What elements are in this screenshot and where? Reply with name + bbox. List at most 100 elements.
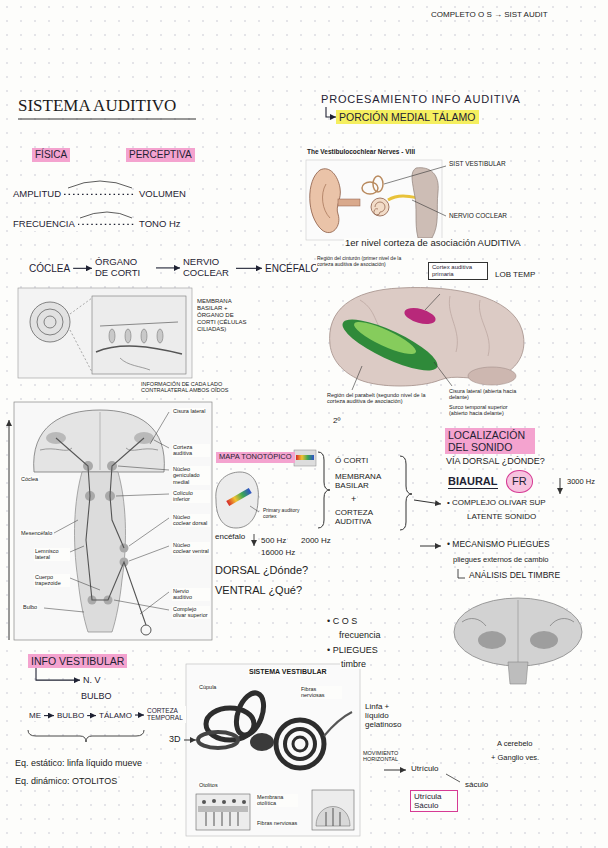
brain-lateral-view bbox=[351, 316, 419, 359]
brain-lateral-view bbox=[449, 296, 457, 352]
highlight-band: PERCEPTIVA bbox=[126, 148, 195, 162]
vestibular-figure bbox=[250, 733, 274, 751]
cochlea-illustration bbox=[125, 329, 131, 343]
note-box: NERVIO COCLEAR bbox=[180, 256, 236, 280]
note-label: Utrículo bbox=[410, 764, 440, 773]
bracket bbox=[318, 452, 560, 578]
note-label: Colículo inferior bbox=[172, 490, 210, 503]
ear-illustration bbox=[373, 176, 383, 192]
ear-illustration bbox=[388, 196, 418, 200]
node-text: INFO VESTIBULAR bbox=[31, 655, 124, 667]
note-label: LATENTE SONIDO bbox=[466, 512, 537, 521]
title-underline bbox=[18, 119, 196, 120]
node-text: FR bbox=[512, 475, 527, 488]
node-text: CORTEZA TEMPORAL bbox=[147, 707, 183, 722]
cochlea-illustration bbox=[92, 296, 186, 374]
bracket bbox=[414, 500, 441, 504]
ear-illustration bbox=[412, 200, 446, 216]
node-text: PORCIÓN MEDIAL TÁLAMO bbox=[339, 111, 476, 123]
heading-note: PROCESAMIENTO INFO AUDITIVA bbox=[318, 92, 524, 107]
note-label: Primary auditory cortex bbox=[262, 508, 302, 520]
note-label: Núcleo geniculado medial bbox=[172, 466, 210, 485]
vestibular-figure bbox=[184, 740, 196, 741]
auditory-pathway-figure bbox=[110, 438, 144, 548]
note-label: timbre bbox=[340, 659, 367, 669]
note-label: encéfalo bbox=[214, 532, 246, 541]
tonotopic-map bbox=[254, 534, 255, 546]
brain-coronal-slice bbox=[530, 631, 558, 649]
auditory-pathway-figure bbox=[154, 440, 169, 448]
bracket bbox=[28, 730, 144, 742]
note-label: pliegues externos de cambio bbox=[452, 556, 549, 565]
note-label: 500 Hz bbox=[260, 536, 287, 545]
note-label: Cisura lateral (abierta hacia delante) bbox=[448, 388, 520, 401]
brain-lateral-view bbox=[434, 362, 452, 386]
vestibular-figure bbox=[293, 737, 307, 751]
connector-arrow bbox=[156, 267, 180, 268]
note-label: + bbox=[350, 494, 357, 504]
brain-coronal-slice bbox=[518, 600, 519, 662]
node-text: ENCÉFALO bbox=[265, 263, 318, 275]
connector-arrow bbox=[64, 194, 136, 195]
note-label: SIST VESTIBULAR bbox=[448, 160, 507, 167]
page-title: SISTEMA AUDITIVO bbox=[18, 96, 176, 116]
cochlea-illustration bbox=[70, 298, 92, 314]
note-label: Membrana otolítica bbox=[256, 794, 298, 807]
note-label: INFORMACIÓN DE CADA LADO CONTRALATERAL A… bbox=[140, 381, 246, 394]
cochlea-illustration bbox=[120, 358, 150, 370]
ear-illustration bbox=[374, 202, 385, 215]
note-label: • C O S bbox=[326, 616, 358, 626]
highlight-band: INFO VESTIBULAR bbox=[28, 654, 127, 668]
auditory-pathway-figure bbox=[116, 494, 169, 496]
arc-stroke bbox=[68, 181, 132, 188]
ear-illustration bbox=[306, 160, 446, 240]
brain-lateral-view bbox=[468, 367, 516, 385]
auditory-pathway-figure bbox=[14, 402, 212, 640]
connector-arrow bbox=[135, 714, 144, 715]
bracket bbox=[400, 456, 412, 530]
note-label: Núcleo coclear dorsal bbox=[172, 514, 210, 527]
note-label: NERVIO COCLEAR bbox=[448, 212, 508, 219]
node-text: LOCALIZACIÓN DEL SONIDO bbox=[448, 429, 532, 453]
vestibular-figure bbox=[285, 729, 315, 759]
vestibular-figure bbox=[198, 732, 238, 748]
connector-arrow bbox=[236, 268, 262, 269]
note-label: Cóclea bbox=[20, 476, 39, 482]
brain-coronal-slice bbox=[550, 619, 574, 626]
node-text: TÁLAMO bbox=[99, 711, 132, 720]
cochlea-illustration bbox=[30, 302, 70, 342]
note-label: Eq. dinámico: OTOLITOS bbox=[14, 776, 118, 786]
node-text: TONO Hz bbox=[139, 219, 181, 230]
vestibular-figure bbox=[324, 712, 352, 736]
node-text: VOLUMEN bbox=[139, 189, 186, 200]
note-box: TONO Hz bbox=[136, 218, 184, 231]
highlight-band: MAPA TONOTÓPICO bbox=[216, 452, 295, 463]
auditory-pathway-figure bbox=[9, 402, 212, 640]
brain-coronal-slice bbox=[462, 619, 486, 626]
arc-stroke bbox=[68, 181, 132, 218]
auditory-pathway-figure bbox=[54, 520, 78, 533]
note-label: Otolitos bbox=[198, 782, 219, 788]
bracket bbox=[420, 546, 441, 547]
note-label: Fibras nerviosas bbox=[300, 686, 342, 699]
cochlea-illustration bbox=[18, 288, 192, 378]
note-label: Lemnisco lateral bbox=[34, 548, 70, 561]
connector-arrow bbox=[36, 668, 80, 680]
note-label: 3000 Hz bbox=[566, 478, 596, 487]
node-text: BULBO bbox=[81, 691, 112, 701]
brain-coronal-slice bbox=[454, 598, 582, 666]
brain-lateral-view bbox=[352, 366, 362, 390]
brain-lateral-view bbox=[479, 300, 489, 356]
auditory-pathway-figure bbox=[129, 518, 169, 546]
bracket bbox=[560, 478, 561, 494]
node-text: NERVIO COCLEAR bbox=[183, 257, 233, 279]
arc-stroke bbox=[80, 212, 132, 218]
vestibular-figure bbox=[196, 794, 250, 830]
tonotopic-map bbox=[216, 472, 259, 528]
note-label: VÍA DORSAL ¿DÓNDE? bbox=[445, 456, 546, 466]
note-label: DORSAL ¿Dónde? bbox=[214, 564, 309, 577]
auditory-pathway-figure bbox=[44, 608, 84, 612]
node-text: ÓRGANO DE CORTI bbox=[95, 257, 153, 279]
